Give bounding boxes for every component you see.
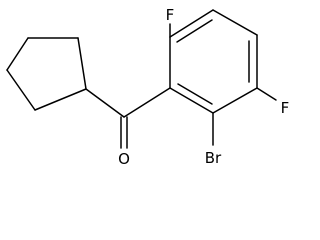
atom-label-fluorine-right: F [281, 99, 290, 117]
carbonyl-double-bond [120, 116, 128, 149]
bond [77, 37, 87, 90]
bond [169, 87, 214, 114]
atom-label-bromine: Br [205, 149, 222, 167]
bond [169, 9, 214, 38]
bond-inner [177, 83, 213, 105]
bond [6, 69, 36, 111]
bond [34, 88, 87, 111]
bond-carbonyl-aryl [123, 87, 171, 118]
atom-label-fluorine-top: F [166, 6, 175, 24]
cyclopentyl-ring [6, 37, 87, 111]
bond [212, 9, 258, 36]
structure-canvas: F F Br O [6, 6, 290, 168]
bond [212, 87, 258, 114]
benzene-ring [169, 9, 258, 114]
atom-label-oxygen: O [118, 150, 130, 168]
bond-inner [176, 19, 213, 43]
bond [6, 37, 29, 71]
bond-ring-carbonyl [85, 88, 125, 118]
bond-c-f-right [256, 87, 277, 101]
molecule-diagram: F F Br O [6, 6, 290, 168]
